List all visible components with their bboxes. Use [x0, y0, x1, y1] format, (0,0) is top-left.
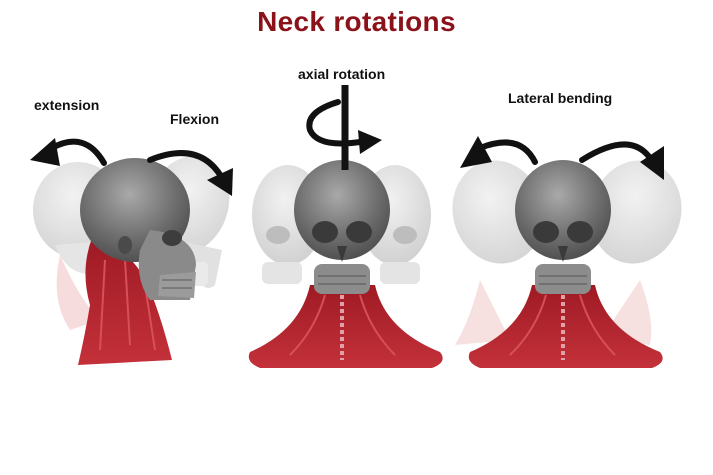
- extension-flexion-illustration: [30, 138, 233, 365]
- lateral-bending-illustration: [452, 136, 682, 368]
- lateral-bending-right-arrow: [579, 141, 653, 163]
- axial-rotation-illustration: [248, 85, 443, 368]
- flexion-arrow: [147, 150, 225, 181]
- skull-lateral: [515, 160, 611, 294]
- skull-side: [80, 158, 196, 300]
- neck-muscles-front: [248, 285, 443, 368]
- flexion-label: Flexion: [170, 111, 220, 127]
- page-title: Neck rotations: [257, 6, 456, 37]
- ghost-head-tilt-left: [452, 160, 544, 345]
- axial-rotation-arrow: [306, 99, 363, 147]
- extension-label: extension: [34, 97, 100, 113]
- skull-front: [294, 160, 390, 294]
- lateral-bending-left-arrow: [477, 139, 538, 165]
- axial-rotation-label: axial rotation: [298, 66, 386, 82]
- lateral-bending-label: Lateral bending: [508, 90, 613, 106]
- extension-arrow: [49, 138, 107, 166]
